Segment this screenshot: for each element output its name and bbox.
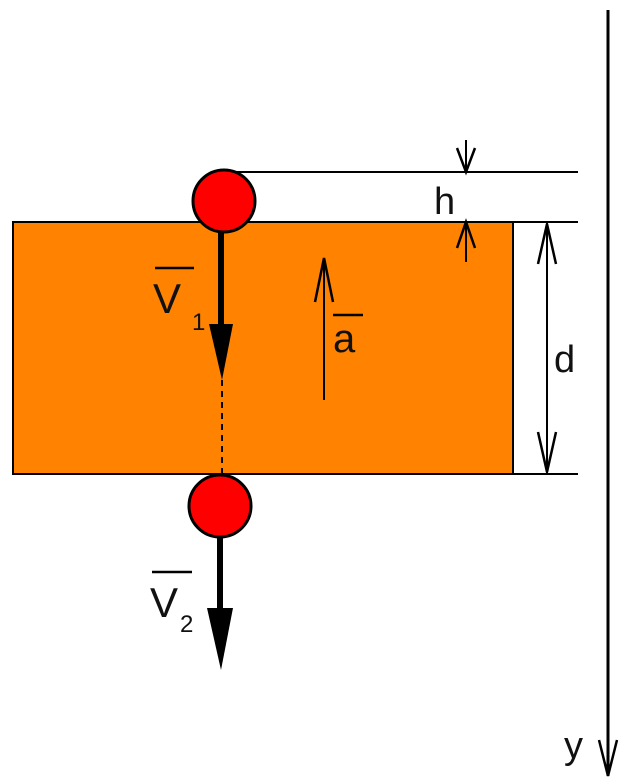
v2-arrowhead bbox=[207, 608, 233, 670]
v1-label: V bbox=[153, 275, 181, 322]
d-label: d bbox=[554, 339, 575, 381]
a-label: a bbox=[333, 317, 356, 361]
v1-arrowhead bbox=[209, 324, 233, 380]
h-label: h bbox=[434, 181, 455, 223]
v2-label: V bbox=[150, 579, 178, 626]
slab bbox=[12, 221, 514, 475]
v1-subscript: 1 bbox=[192, 309, 205, 336]
v2-subscript: 2 bbox=[180, 611, 193, 638]
ball-bottom bbox=[187, 473, 253, 539]
y-axis-label: y bbox=[564, 725, 583, 767]
ball-top bbox=[191, 168, 257, 234]
